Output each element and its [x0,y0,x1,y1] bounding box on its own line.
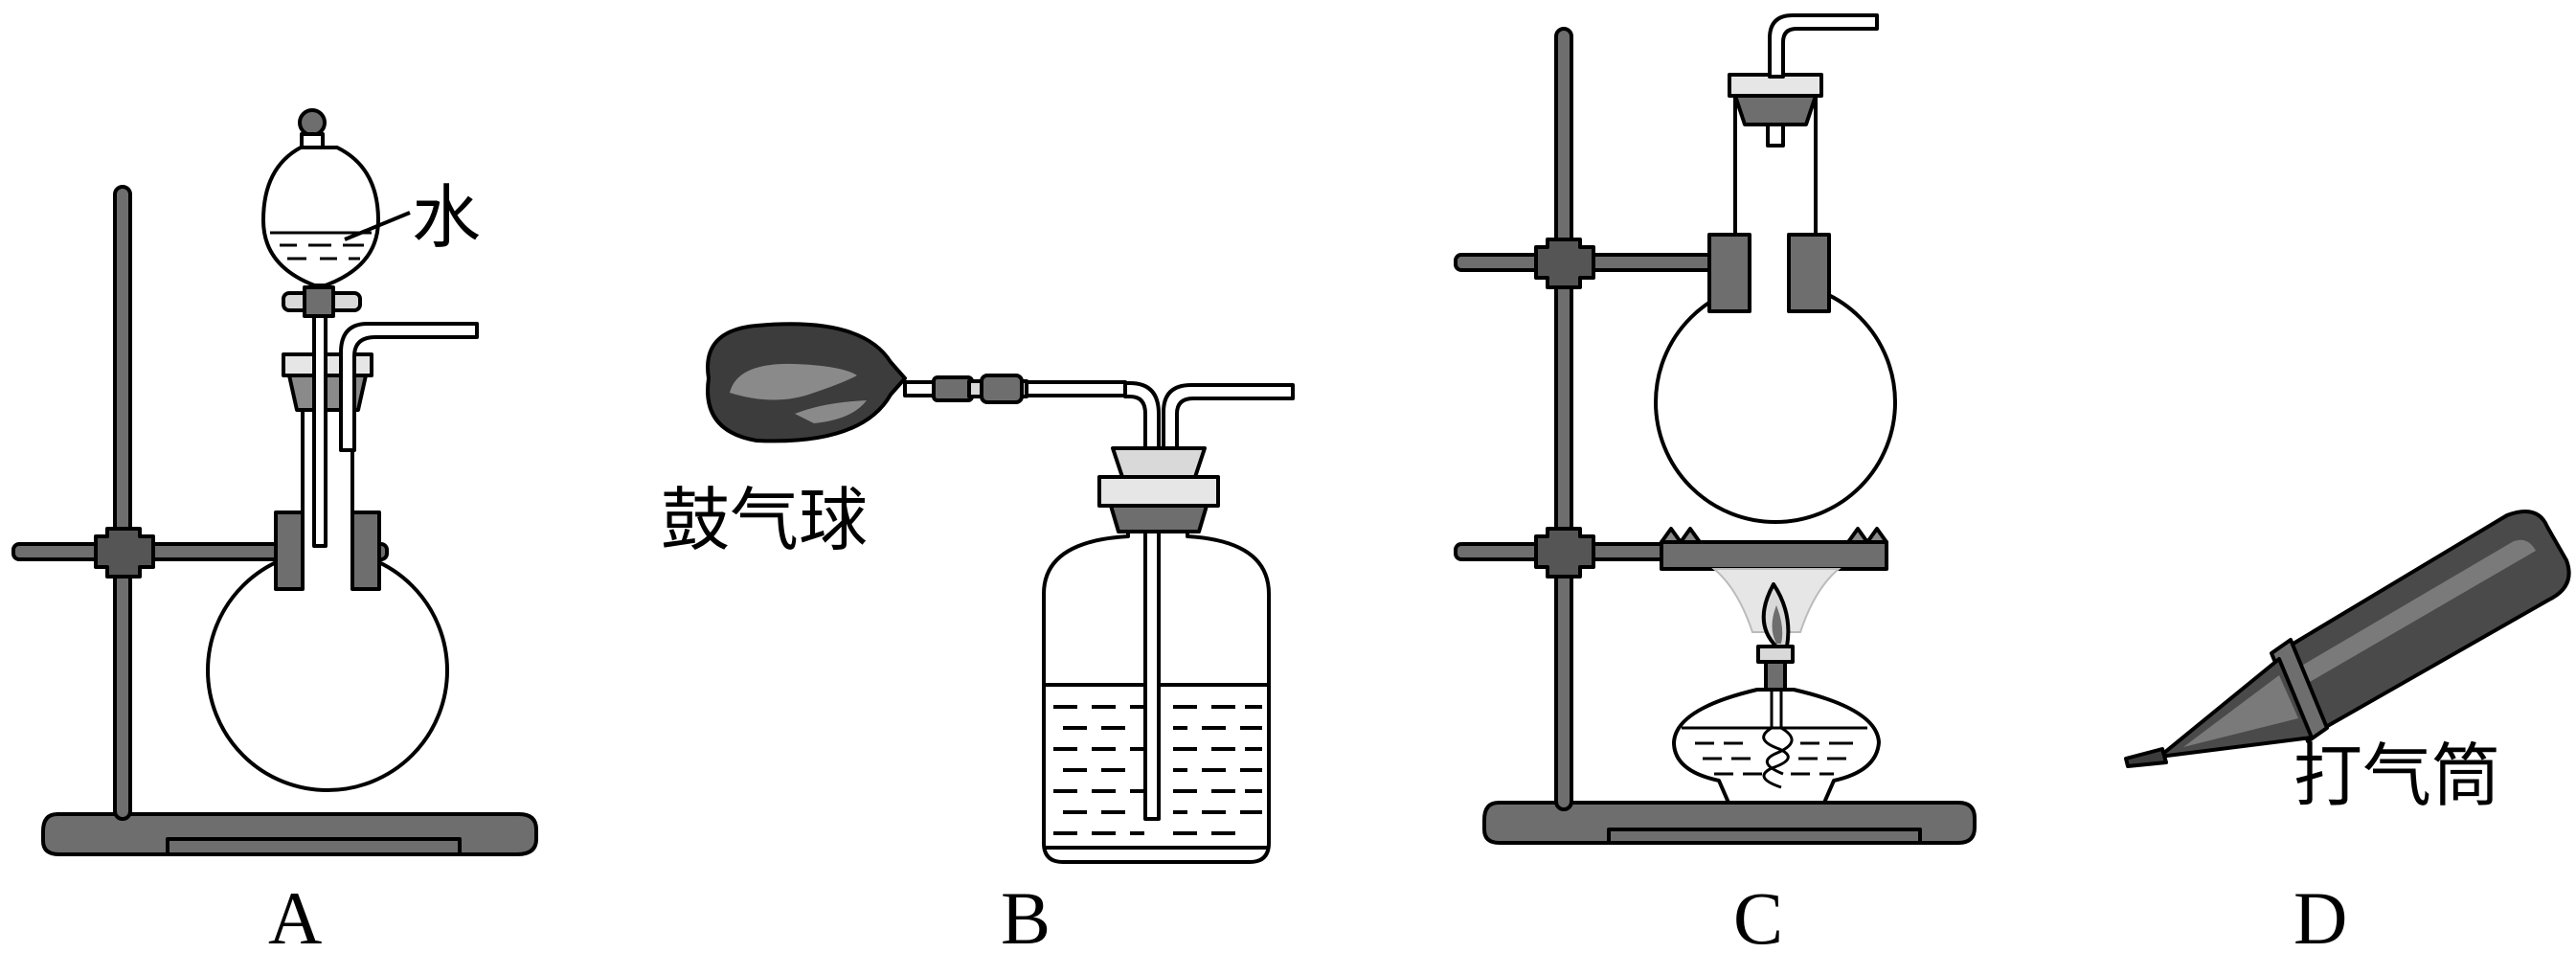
delivery-tube-c [1768,13,1879,79]
panel-d: 打气筒 D [2124,510,2571,953]
alcohol-lamp-c [1672,645,1881,805]
inlet-tube-submerged-b [1143,515,1161,821]
panel-b: 鼓气球 B [661,322,1295,953]
lower-boss-head-c [1534,527,1595,579]
wire-gauze-c [1660,527,1888,571]
pump-label-d: 打气筒 [2294,736,2500,816]
rubber-bulb-b [706,322,907,443]
stand-rod-a [113,185,132,821]
bulb-tubing-b [903,374,1127,404]
iron-stand-base-c [1482,801,1977,845]
stand-rod-c [1554,27,1573,811]
panel-label-c: C [1733,876,1783,953]
iron-stand-base-a [41,812,538,856]
panel-label-d: D [2294,876,2347,953]
panel-label-a: A [268,876,322,953]
stopper-b [1097,446,1220,533]
stopper-c [1728,73,1823,147]
clamp-jaw-right-a [350,511,381,591]
panel-a: 水 A [11,108,538,953]
upper-boss-head-c [1534,238,1595,289]
separatory-funnel-a [261,108,380,318]
delivery-tube-a [339,322,479,452]
clamp-jaw-left-c [1707,233,1751,313]
flame-c [1761,582,1791,648]
clamp-jaw-right-c [1787,233,1831,313]
water-leader-line-a [344,211,411,241]
boss-head-a [94,527,155,579]
round-flask-c [1654,94,1897,524]
water-label-a: 水 [412,177,481,258]
clamp-jaw-left-a [274,511,305,591]
panel-label-b: B [1001,876,1051,953]
bulb-label-b: 鼓气球 [661,480,868,560]
funnel-stem-a [312,300,328,548]
air-pump-d [2124,510,2571,768]
panel-c: C [1454,13,1977,953]
